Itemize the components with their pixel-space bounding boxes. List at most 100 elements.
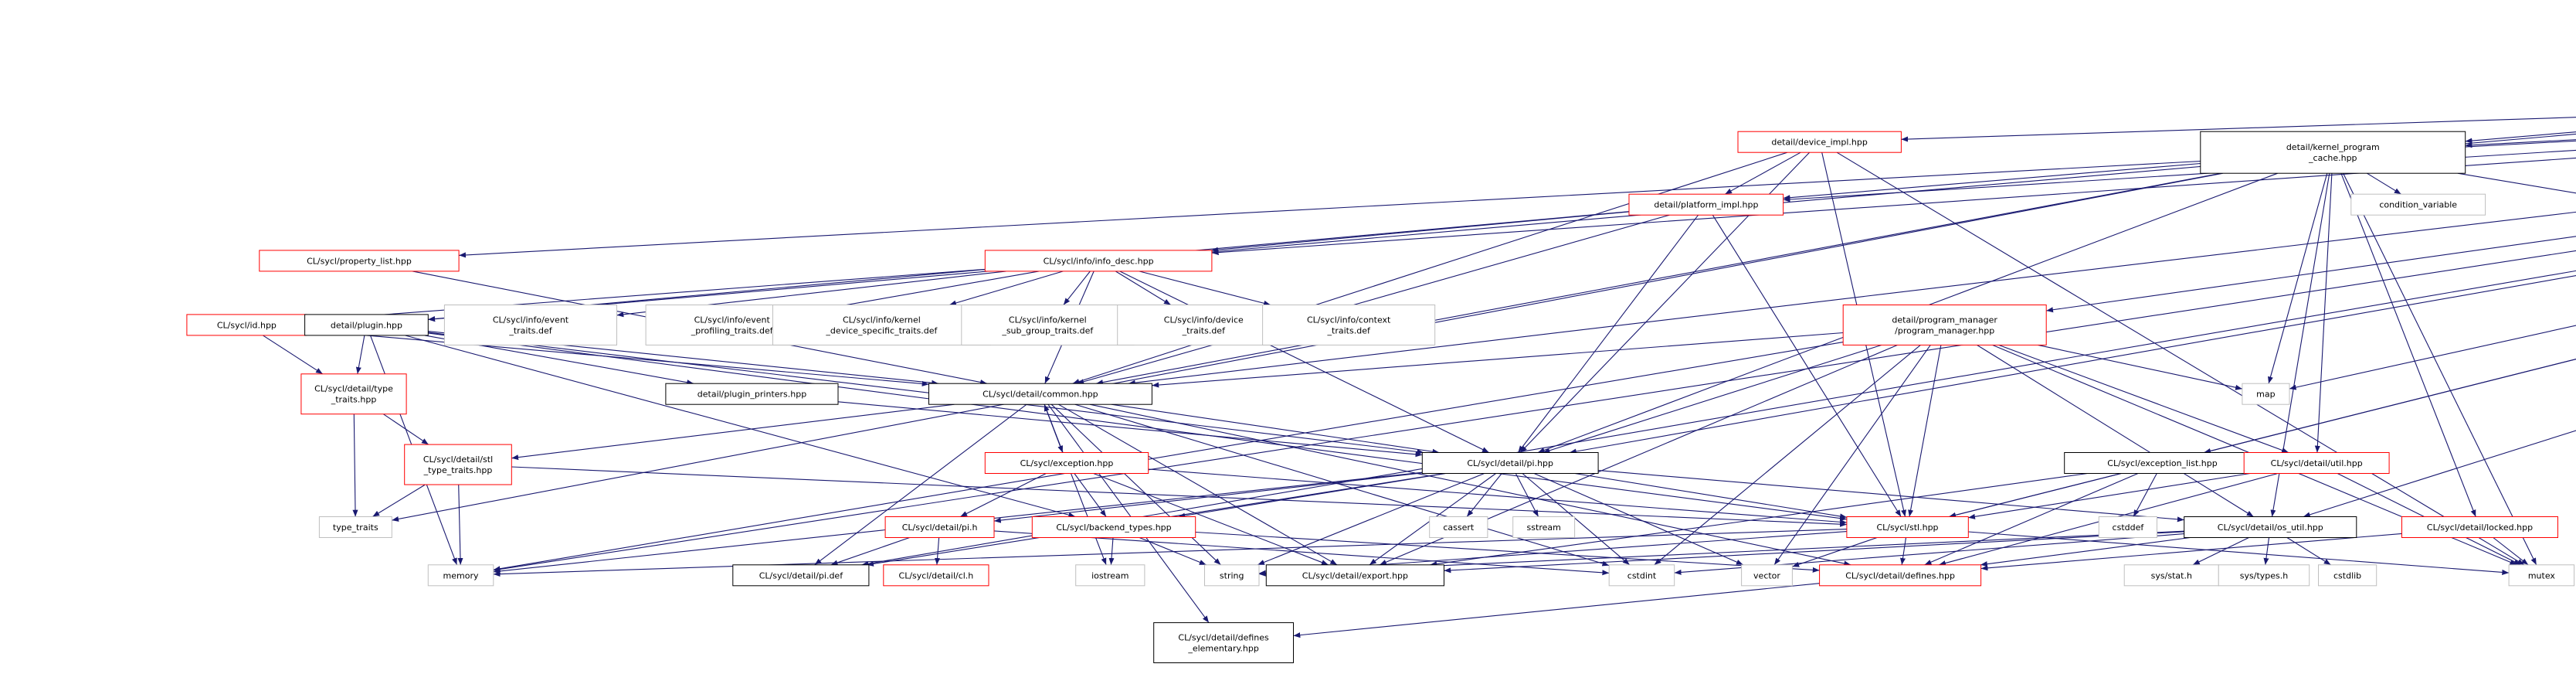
- edge-n2-to-n45: [2343, 172, 2537, 566]
- node-cl-sycl-detail-locked-hpp[interactable]: CL/sycl/detail/locked.hpp: [2401, 516, 2558, 538]
- edge-n24-to-n28: [993, 472, 1423, 523]
- node-label: CL/sycl/detail/pi.def: [759, 570, 843, 580]
- node-label: CL/sycl/property_list.hpp: [307, 256, 412, 266]
- node-box: [1265, 564, 1445, 587]
- node-label: detail/plugin.hpp: [331, 320, 402, 330]
- node-cl-sycl-detail-cl-h[interactable]: CL/sycl/detail/cl.h: [883, 564, 989, 587]
- edge-n25-to-n44: [1924, 472, 2139, 566]
- node-cl-sycl-detail-util-hpp[interactable]: CL/sycl/detail/util.hpp: [2243, 452, 2390, 474]
- edge-n22-to-n36: [457, 484, 463, 565]
- node-detail-plugin-hpp[interactable]: detail/plugin.hpp: [304, 314, 429, 336]
- edge-n2-to-n27: [392, 172, 2223, 522]
- node-label: CL/sycl/detail/type: [314, 384, 393, 394]
- node-cl-sycl-property-list-hpp[interactable]: CL/sycl/property_list.hpp: [259, 250, 460, 272]
- node-label: detail/device_impl.hpp: [1771, 138, 1868, 148]
- node-cl-sycl-id-hpp[interactable]: CL/sycl/id.hpp: [186, 314, 307, 336]
- node-label: vector: [1753, 570, 1780, 580]
- edge-n22-to-n32: [511, 466, 1847, 527]
- node-label: _profiling_traits.def: [691, 325, 774, 335]
- edge-n1-to-n24: [1569, 274, 2576, 454]
- edge-n25-to-n32: [1949, 472, 2122, 518]
- node-detail-device-impl-hpp[interactable]: detail/device_impl.hpp: [1737, 131, 1902, 153]
- edge-n2-to-n18: [2268, 173, 2328, 384]
- node-iostream: iostream: [1075, 564, 1145, 587]
- node-cl-sycl-detail-export-hpp[interactable]: CL/sycl/detail/export.hpp: [1265, 564, 1445, 587]
- node-cl-sycl-detail-pi-hpp[interactable]: CL/sycl/detail/pi.hpp: [1421, 452, 1599, 474]
- node-type-traits: type_traits: [318, 516, 392, 538]
- node-cl-sycl-detail-common-hpp[interactable]: CL/sycl/detail/common.hpp: [928, 383, 1152, 405]
- node-box: [1846, 516, 1969, 538]
- node-cl-sycl-backend-types-hpp[interactable]: CL/sycl/backend_types.hpp: [1031, 516, 1196, 538]
- node-label: cstdint: [1627, 570, 1657, 580]
- edge-n0-to-n10: [428, 133, 2576, 322]
- node-detail-kernel-program-cache-hpp[interactable]: detail/kernel_program_cache.hpp: [2200, 131, 2466, 174]
- edge-n1-to-n18: [2289, 325, 2576, 390]
- node-cl-sycl-info-info-desc-hpp[interactable]: CL/sycl/info/info_desc.hpp: [984, 250, 1213, 272]
- node-box: [2200, 131, 2466, 174]
- node-box: [1512, 516, 1576, 538]
- node-cl-sycl-exception-hpp[interactable]: CL/sycl/exception.hpp: [984, 452, 1149, 474]
- edge-n2-to-n21: [1096, 172, 2221, 386]
- node-cl-sycl-detail-defines-elementary-hpp[interactable]: CL/sycl/detail/defines_elementary.hpp: [1153, 622, 1294, 663]
- edge-n6-to-n13: [949, 271, 1064, 306]
- edge-n2-to-n7: [2367, 172, 2401, 195]
- node-box: [1737, 131, 1902, 153]
- edge-n17-to-n18: [2038, 344, 2243, 390]
- node-label: cstddef: [2113, 523, 2145, 533]
- node-cl-sycl-detail-pi-h[interactable]: CL/sycl/detail/pi.h: [884, 516, 995, 538]
- edge-n9-to-n19: [263, 335, 323, 375]
- node-box: [1421, 452, 1599, 474]
- edge-n19-to-n22: [382, 414, 429, 445]
- node-label: sys/stat.h: [2151, 570, 2192, 580]
- node-cstdint: cstdint: [1608, 564, 1675, 587]
- node-label: map: [2256, 390, 2275, 400]
- node-label: CL/sycl/detail/pi.hpp: [1467, 458, 1553, 468]
- node-box: [2508, 564, 2575, 587]
- edge-n6-to-n14: [1063, 271, 1091, 305]
- node-detail-plugin-printers-hpp[interactable]: detail/plugin_printers.hpp: [665, 383, 839, 405]
- node-label: CL/sycl/info/event: [493, 315, 569, 325]
- node-label: detail/platform_impl.hpp: [1654, 200, 1758, 210]
- edge-n1-to-n17: [2046, 236, 2576, 313]
- dependency-nodes: source/detail/kernel_program_cache.cppde…: [186, 131, 2575, 663]
- node-box: [443, 305, 618, 346]
- node-sys-types-h: sys/types.h: [2218, 564, 2310, 587]
- edge-n1-to-n32: [1949, 359, 2576, 518]
- node-cl-sycl-detail-pi-def[interactable]: CL/sycl/detail/pi.def: [732, 564, 870, 587]
- node-cl-sycl-detail-os-util-hpp[interactable]: CL/sycl/detail/os_util.hpp: [2184, 516, 2357, 538]
- node-box: [318, 516, 392, 538]
- node-cl-sycl-detail-stl-type-traits-hpp[interactable]: CL/sycl/detail/stl_type_traits.hpp: [404, 444, 512, 485]
- edge-n24-to-n40: [1257, 472, 1485, 566]
- edge-n6-to-n15: [1115, 271, 1171, 305]
- edge-n20-to-n24: [837, 401, 1423, 458]
- node-label: CL/sycl/exception.hpp: [1020, 458, 1114, 468]
- node-label: condition_variable: [2379, 200, 2457, 210]
- edge-n10-to-n29: [405, 335, 1076, 518]
- node-detail-platform-impl-hpp[interactable]: detail/platform_impl.hpp: [1628, 193, 1784, 216]
- node-label: sys/types.h: [2240, 570, 2288, 580]
- node-label: CL/sycl/backend_types.hpp: [1056, 523, 1171, 533]
- node-box: [1819, 564, 1982, 587]
- node-label: _traits.def: [1327, 325, 1371, 335]
- node-cl-sycl-detail-type-traits-hpp[interactable]: CL/sycl/detail/type_traits.hpp: [300, 373, 407, 415]
- edge-n2-to-n8: [2457, 172, 2576, 194]
- node-cl-sycl-info-kernel-sub-group-traits-def: CL/sycl/info/kernel_sub_group_traits.def: [961, 305, 1135, 346]
- node-cl-sycl-detail-defines-hpp[interactable]: CL/sycl/detail/defines.hpp: [1819, 564, 1982, 587]
- node-box: [1842, 305, 2047, 346]
- node-cl-sycl-info-context-traits-def: CL/sycl/info/context_traits.def: [1262, 305, 1436, 346]
- node-label: CL/sycl/detail/stl: [423, 454, 493, 465]
- node-box: [1608, 564, 1675, 587]
- edge-n17-to-n24: [1543, 344, 1882, 454]
- edge-n1-to-n21: [1128, 211, 2576, 386]
- edge-n3-to-n45: [1836, 151, 2525, 566]
- node-box: [2242, 383, 2290, 405]
- node-cstdlib: cstdlib: [2318, 564, 2377, 587]
- edge-n23-to-n29: [1074, 473, 1107, 517]
- node-label: CL/sycl/info/kernel: [843, 315, 921, 325]
- node-detail-program-manager-program-manager-hpp[interactable]: detail/program_manager/program_manager.h…: [1842, 305, 2047, 346]
- edge-n1-to-n34: [2303, 430, 2576, 518]
- node-cl-sycl-exception-list-hpp[interactable]: CL/sycl/exception_list.hpp: [2064, 452, 2261, 474]
- node-cl-sycl-stl-hpp[interactable]: CL/sycl/stl.hpp: [1846, 516, 1969, 538]
- edge-n21-to-n40: [1050, 403, 1221, 566]
- edge-n6-to-n9: [306, 268, 986, 323]
